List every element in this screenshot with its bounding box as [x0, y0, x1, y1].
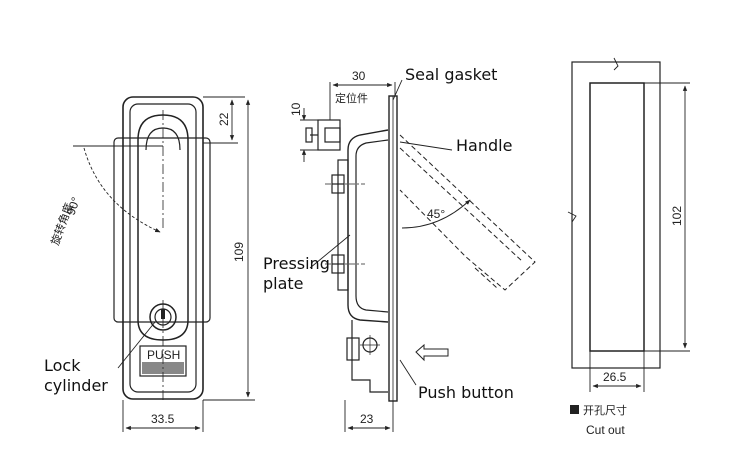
side-angle-label: 45° — [427, 207, 445, 221]
cutout-dim-height: 102 — [670, 206, 684, 226]
front-angle-label: 90° — [64, 195, 83, 217]
cutout-outer — [571, 61, 661, 369]
locator-label-cn: 定位件 — [335, 91, 368, 105]
side-dim-bottom: 23 — [360, 412, 374, 426]
callout-pressing-plate-1: Pressing — [263, 254, 330, 273]
push-arrow-icon — [415, 343, 449, 362]
front-view — [113, 96, 211, 400]
side-angle-annotation — [401, 199, 471, 229]
side-view — [305, 95, 398, 402]
cutout-caption-square — [570, 405, 579, 414]
side-dim-top: 30 — [352, 69, 366, 83]
front-dim-height: 109 — [232, 242, 246, 262]
front-angle-annotation — [73, 145, 163, 233]
callout-handle: Handle — [456, 136, 512, 155]
cutout-caption-cn: 开孔尺寸 — [583, 403, 627, 417]
callout-pressing-plate-2: plate — [263, 274, 304, 293]
cutout-hole — [589, 82, 645, 352]
front-flange — [113, 137, 211, 323]
callout-leaders — [117, 79, 453, 386]
front-dimensions — [122, 96, 255, 432]
side-dimensions — [300, 82, 396, 432]
handle-open-position — [399, 134, 536, 291]
locator — [317, 119, 341, 151]
side-dim-small: 10 — [289, 102, 303, 116]
callout-lock-cylinder-2: cylinder — [44, 376, 108, 395]
front-dim-top: 22 — [217, 112, 231, 126]
callout-lock-cylinder-1: Lock — [44, 356, 81, 375]
push-label: PUSH — [147, 348, 180, 362]
push-mechanism — [351, 320, 388, 393]
cutout-view — [567, 57, 690, 392]
rotation-label-cn: 旋转角度 — [48, 201, 76, 247]
callout-push-button: Push button — [418, 383, 514, 402]
pressing-plate — [337, 159, 349, 291]
callout-seal-gasket: Seal gasket — [405, 65, 497, 84]
cutout-dim-width: 26.5 — [603, 370, 627, 384]
cutout-caption-en: Cut out — [586, 423, 625, 437]
front-dim-width: 33.5 — [151, 412, 175, 426]
front-handle — [137, 114, 189, 341]
side-handle — [347, 129, 389, 323]
